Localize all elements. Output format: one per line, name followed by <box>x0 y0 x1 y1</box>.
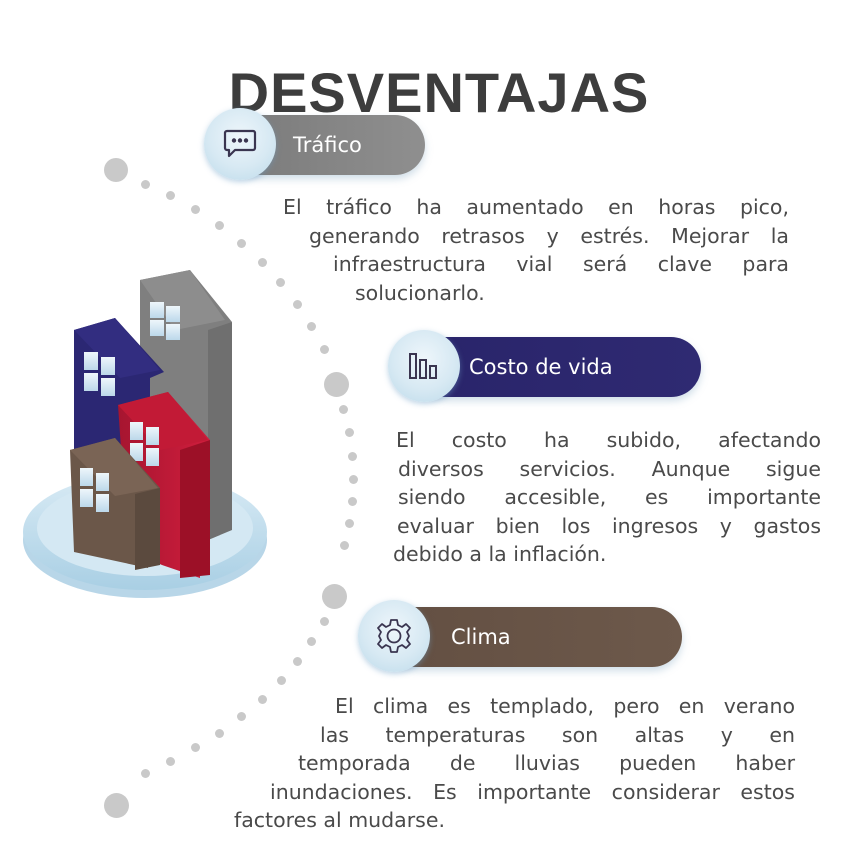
text-line: siendo accesible, es importante <box>398 485 821 509</box>
page-title: DESVENTAJAS <box>228 60 650 124</box>
path-dot <box>166 757 175 766</box>
gear-icon <box>375 617 413 655</box>
clima-header: Clima <box>385 607 682 667</box>
text-line: factores al mudarse. <box>234 808 445 832</box>
costo-badge <box>388 330 460 402</box>
path-dot <box>348 497 357 506</box>
text-line: evaluar bien los ingresos y gastos <box>397 513 821 538</box>
path-node-dot <box>104 793 129 818</box>
costo-description: El costo ha subido, afectando diversos s… <box>393 426 821 569</box>
clima-badge <box>358 600 430 672</box>
path-dot <box>258 695 267 704</box>
path-dot <box>258 258 267 267</box>
path-dot <box>191 205 200 214</box>
text-line: inundaciones. Es importante considerar e… <box>270 779 795 804</box>
path-dot <box>307 637 316 646</box>
trafico-description: El tráfico ha aumentado en horas pico, g… <box>283 193 789 307</box>
costo-label: Costo de vida <box>469 355 613 379</box>
path-dot <box>141 180 150 189</box>
path-dot <box>349 475 358 484</box>
path-node-dot <box>324 372 349 397</box>
costo-header: Costo de vida <box>415 337 701 397</box>
text-line: solucionarlo. <box>355 280 485 305</box>
clima-description: El clima es templado, pero en verano las… <box>234 692 795 835</box>
text-line: El costo ha subido, afectando <box>396 428 821 452</box>
text-line: las temperaturas son altas y en <box>320 722 795 747</box>
bar-chart-icon <box>407 351 441 381</box>
path-dot <box>166 191 175 200</box>
path-dot <box>277 676 286 685</box>
path-node-dot <box>104 158 128 182</box>
text-line: El tráfico ha aumentado en horas pico, <box>283 195 789 219</box>
trafico-label: Tráfico <box>293 133 362 157</box>
path-dot <box>293 300 302 309</box>
text-line: generando retrasos y estrés. Mejorar la <box>309 223 789 248</box>
text-line: diversos servicios. Aunque sigue <box>398 456 821 481</box>
path-dot <box>276 278 285 287</box>
houses-illustration <box>20 260 290 610</box>
path-dot <box>348 452 357 461</box>
chat-bubble-icon <box>222 128 258 160</box>
text-line: temporada de lluvias pueden haber <box>298 751 795 775</box>
text-line: debido a la inflación. <box>393 542 607 566</box>
path-node-dot <box>322 584 347 609</box>
path-dot <box>191 743 200 752</box>
path-dot <box>293 657 302 666</box>
path-dot <box>340 541 349 550</box>
path-dot <box>237 712 246 721</box>
path-dot <box>141 769 150 778</box>
path-dot <box>320 345 329 354</box>
path-dot <box>345 428 354 437</box>
clima-label: Clima <box>451 625 511 649</box>
path-dot <box>320 617 329 626</box>
text-line: El clima es templado, pero en verano <box>335 694 795 718</box>
path-dot <box>345 519 354 528</box>
path-dot <box>215 729 224 738</box>
path-dot <box>339 405 348 414</box>
path-dot <box>237 239 246 248</box>
path-dot <box>215 221 224 230</box>
path-dot <box>307 322 316 331</box>
trafico-badge <box>204 108 276 180</box>
text-line: infraestructura vial será clave para <box>333 252 789 276</box>
